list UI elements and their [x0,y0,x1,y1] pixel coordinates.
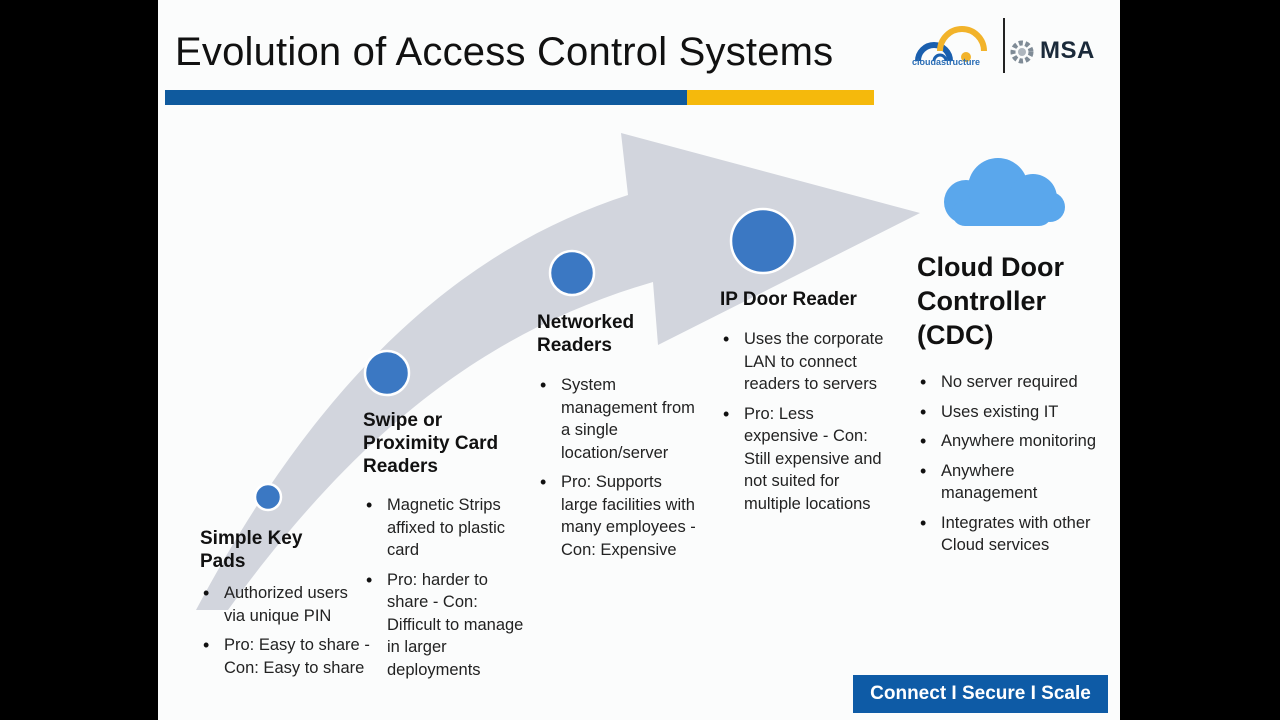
stage-node-1 [253,482,283,512]
stage-bullets-simple-key-pads: Authorized users via unique PIN Pro: Eas… [200,582,370,686]
footer-tagline: Connect I Secure I Scale [853,675,1108,713]
bullet-item: Magnetic Strips affixed to plastic card [363,494,531,562]
cloudastructure-logo [915,26,987,62]
bullet-item: Pro: Less expensive - Con: Still expensi… [720,403,890,516]
bullet-item: Authorized users via unique PIN [200,582,370,627]
stage-title-line: Networked [537,312,635,333]
page-title: Evolution of Access Control Systems [175,30,834,74]
evolution-arrow-diagram [196,133,1065,610]
stage-title-line: IP Door Reader [720,289,857,310]
stage-title-cloud-door-controller: Cloud Door Controller (CDC) [917,250,1064,352]
stage-title-line: Cloud Door [917,252,1064,282]
logo-area: cloudastructure MSA [910,15,1110,75]
bullet-item: Anywhere management [917,460,1115,505]
stage-title-line: (CDC) [917,320,994,350]
bullet-item: Uses the corporate LAN to connect reader… [720,328,890,396]
cloudastructure-logo-text: cloudastructure [912,57,981,67]
stage-bullets-swipe-card-readers: Magnetic Strips affixed to plastic card … [363,494,531,688]
stage-title-simple-key-pads: Simple Key Pads [200,527,302,573]
stage-node-3 [548,249,596,297]
bullet-item: Integrates with other Cloud services [917,512,1115,557]
stage-title-line: Simple Key [200,528,303,549]
gear-icon [1010,40,1034,64]
stage-title-swipe-card-readers: Swipe or Proximity Card Readers [363,409,498,478]
slide: Evolution of Access Control Systems clou… [158,0,1120,720]
stage-title-line: Readers [537,335,612,356]
bullet-item: Pro: harder to share - Con: Difficult to… [363,569,531,682]
bullet-item: Anywhere monitoring [917,430,1115,453]
title-underline-yellow [687,90,874,105]
bullet-item: No server required [917,371,1115,394]
logo-divider [1003,18,1005,73]
title-underline-blue [165,90,687,105]
stage-title-line: Swipe or [363,410,443,431]
stage-bullets-cloud-door-controller: No server required Uses existing IT Anyw… [917,371,1115,564]
stage-title-networked-readers: Networked Readers [537,311,634,357]
msa-logo: MSA [1008,35,1108,69]
bullet-item: Uses existing IT [917,401,1115,424]
msa-logo-text: MSA [1040,37,1095,64]
stage-bullets-networked-readers: System management from a single location… [537,374,702,568]
stage-title-line: Pads [200,551,246,572]
cloud-icon [944,158,1065,226]
stage-bullets-ip-door-reader: Uses the corporate LAN to connect reader… [720,328,890,522]
bullet-item: Pro: Supports large facilities with many… [537,471,702,561]
stage-title-line: Readers [363,456,438,477]
stage-node-2 [363,349,411,397]
stage-title-line: Proximity Card [363,433,499,454]
bullet-item: System management from a single location… [537,374,702,464]
bullet-item: Pro: Easy to share - Con: Easy to share [200,634,370,679]
stage-node-4 [729,207,797,275]
stage-title-ip-door-reader: IP Door Reader [720,288,857,311]
stage-title-line: Controller [917,286,1047,316]
